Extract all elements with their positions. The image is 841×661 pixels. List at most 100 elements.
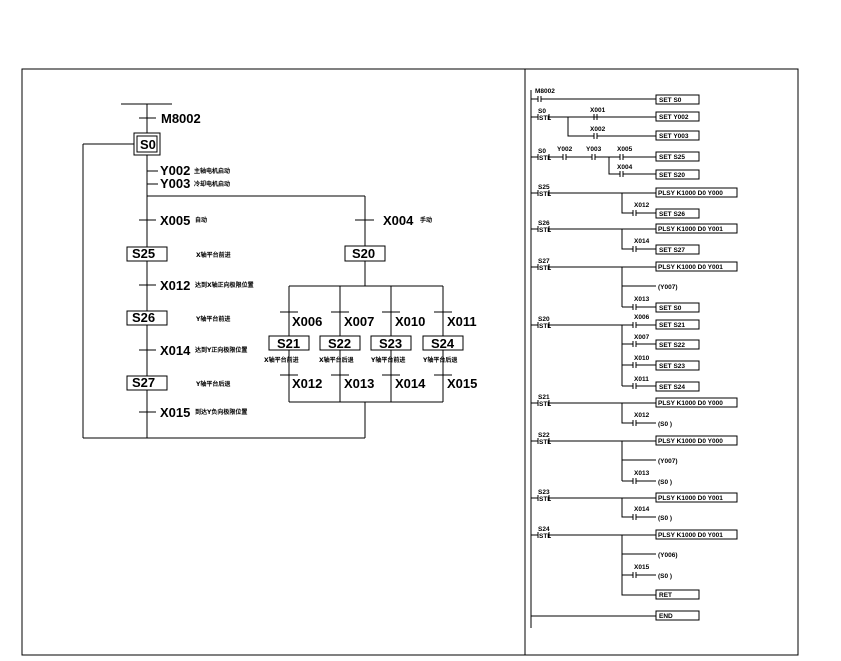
ladder-diagram: M8002 SET S0 S0 STL X001 SET Y002 X002 S… — [530, 88, 738, 628]
svg-text:STL: STL — [539, 115, 551, 122]
svg-text:X013: X013 — [634, 470, 650, 477]
svg-text:STL: STL — [539, 191, 551, 198]
instr-plsy-y000-a: PLSY K1000 D0 Y000 — [658, 190, 723, 197]
instr-plsy-y001-c: PLSY K1000 D0 Y001 — [658, 495, 723, 502]
sub-branch-2: X007 S22 X轴平台后退 X013 — [319, 286, 374, 402]
instr-set-s20: SET S20 — [659, 172, 685, 179]
instr-plsy-y000-c: PLSY K1000 D0 Y000 — [658, 438, 723, 445]
sub-branch-1: X006 S21 X轴平台前进 X012 — [264, 286, 322, 402]
out-s0-d: (S0 ) — [658, 573, 672, 580]
output-y002: Y002 — [160, 163, 190, 178]
svg-text:S0: S0 — [538, 148, 546, 155]
svg-text:X013: X013 — [634, 296, 650, 303]
svg-text:S20: S20 — [538, 316, 550, 323]
contact-s0: S0 — [538, 108, 546, 115]
instr-end: END — [659, 613, 673, 620]
transition-x005-desc: 自动 — [195, 216, 207, 224]
output-y003-desc: 冷却电机启动 — [194, 180, 230, 188]
contact-y002: Y002 — [557, 146, 573, 153]
svg-text:S21: S21 — [538, 394, 550, 401]
transition-x015-desc: 到达Y负向极限位置 — [195, 408, 247, 416]
svg-text:X014: X014 — [634, 238, 650, 245]
initial-step-s0: S0 — [140, 137, 156, 152]
transition-x007: X007 — [344, 314, 374, 329]
svg-text:STL: STL — [539, 265, 551, 272]
output-y003: Y003 — [160, 176, 190, 191]
step-s22-label: S22 — [328, 336, 351, 351]
step-s21 — [268, 335, 310, 351]
step-s22-desc: X轴平台后退 — [319, 356, 354, 364]
svg-text:X010: X010 — [634, 355, 650, 362]
step-s24-label: S24 — [431, 336, 455, 351]
output-y002-desc: 主轴电机启动 — [194, 167, 230, 175]
step-s25-desc: X轴平台前进 — [196, 251, 231, 259]
transition-m8002: M8002 — [161, 111, 201, 126]
step-s27-label: S27 — [132, 375, 155, 390]
contact-m8002: M8002 — [535, 88, 555, 95]
svg-text:X012: X012 — [634, 202, 650, 209]
svg-text:S26: S26 — [538, 220, 550, 227]
step-s26-label: S26 — [132, 310, 155, 325]
svg-text:S23: S23 — [538, 489, 550, 496]
instr-set-s23: SET S23 — [659, 363, 685, 370]
svg-text:S25: S25 — [538, 184, 550, 191]
transition-x004-desc: 手动 — [420, 216, 432, 224]
transition-x014: X014 — [160, 343, 191, 358]
step-s23-label: S23 — [379, 336, 402, 351]
step-s20-label: S20 — [352, 246, 375, 261]
step-s24 — [422, 335, 464, 351]
instr-set-s26: SET S26 — [659, 211, 685, 218]
instr-set-s22: SET S22 — [659, 342, 685, 349]
transition-x015: X015 — [160, 405, 190, 420]
instr-set-s0: SET S0 — [659, 97, 682, 104]
instr-set-s27: SET S27 — [659, 247, 685, 254]
instr-plsy-y001-a: PLSY K1000 D0 Y001 — [658, 226, 723, 233]
sfc-chart: M8002 S0 Y002 主轴电机启动 Y003 冷却电机启动 X005 自动… — [82, 103, 477, 439]
transition-x014-manual: X014 — [395, 376, 426, 391]
contact-x004: X004 — [617, 164, 633, 171]
svg-text:S22: S22 — [538, 432, 550, 439]
svg-text:X006: X006 — [634, 314, 650, 321]
out-y006: (Y006) — [658, 552, 678, 559]
svg-text:S24: S24 — [538, 526, 550, 533]
transition-x012-manual: X012 — [292, 376, 322, 391]
svg-text:STL: STL — [539, 496, 551, 503]
transition-x014-desc: 达到Y正向极限位置 — [195, 346, 247, 354]
step-s27 — [126, 375, 168, 391]
step-s22 — [319, 335, 361, 351]
step-s24-desc: Y轴平台后退 — [422, 356, 457, 364]
step-s27-desc: Y轴平台后退 — [195, 380, 230, 388]
contact-x005: X005 — [617, 146, 633, 153]
outer-frame — [21, 68, 799, 656]
out-y007-a: (Y007) — [658, 284, 678, 291]
instr-set-s0-b: SET S0 — [659, 305, 682, 312]
svg-text:STL: STL — [539, 401, 551, 408]
instr-plsy-y001-b: PLSY K1000 D0 Y001 — [658, 264, 723, 271]
svg-text:STL: STL — [539, 533, 551, 540]
instr-ret: RET — [659, 592, 672, 599]
instr-set-s25: SET S25 — [659, 154, 685, 161]
svg-text:S27: S27 — [538, 258, 550, 265]
svg-text:STL: STL — [539, 227, 551, 234]
svg-text:X015: X015 — [634, 564, 650, 571]
contact-x001: X001 — [590, 107, 606, 114]
transition-x012: X012 — [160, 278, 190, 293]
contact-y003: Y003 — [586, 146, 602, 153]
contact-x002: X002 — [590, 126, 606, 133]
svg-text:X014: X014 — [634, 506, 650, 513]
transition-x010: X010 — [395, 314, 425, 329]
instr-plsy-y000-b: PLSY K1000 D0 Y000 — [658, 400, 723, 407]
transition-x004: X004 — [383, 213, 414, 228]
svg-text:STL: STL — [539, 155, 551, 162]
instr-plsy-y001-d: PLSY K1000 D0 Y001 — [658, 532, 723, 539]
initial-step-inner — [136, 135, 158, 153]
out-s0-c: (S0 ) — [658, 515, 672, 522]
instr-set-y003: SET Y003 — [659, 133, 689, 140]
step-s23-desc: Y轴平台前进 — [370, 356, 405, 364]
transition-x011: X011 — [447, 314, 477, 329]
transition-x013-manual: X013 — [344, 376, 374, 391]
instr-set-s21: SET S21 — [659, 322, 685, 329]
step-s25 — [126, 246, 168, 262]
step-s25-label: S25 — [132, 246, 155, 261]
